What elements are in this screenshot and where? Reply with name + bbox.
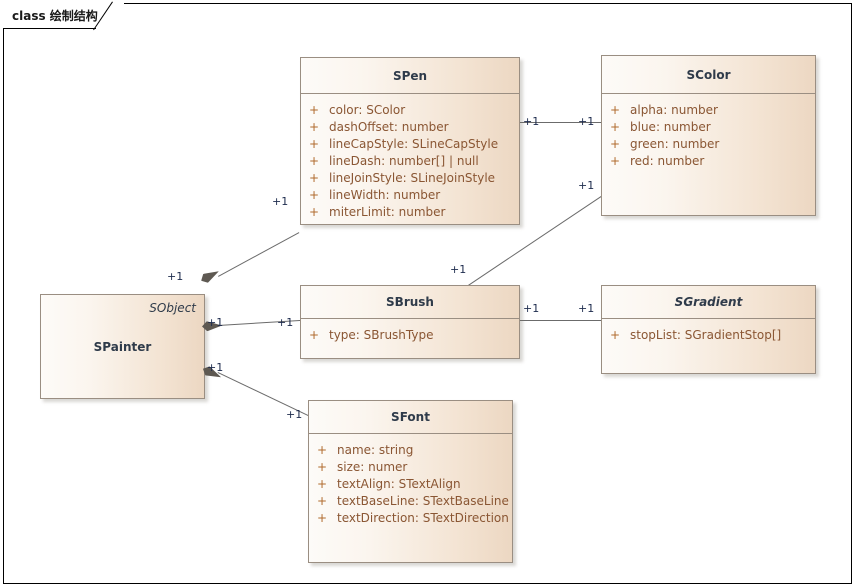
attribute-signature: lineDash: number[] | null [329,154,479,168]
attribute-row: + name: string [309,442,512,459]
attribute-signature: lineJoinStyle: SLineJoinStyle [329,171,496,185]
attribute-visibility: + [308,137,320,151]
class-attributes-sgradient: + stopList: SGradientStop[] [602,319,815,350]
attribute-signature: size: numer [337,460,408,474]
connector-pen-color [519,122,602,123]
attribute-visibility: + [308,328,320,342]
multiplicity-painter-font: +1 [207,361,224,374]
class-name-spen: SPen [392,68,428,83]
multiplicity-painter-brush: +1 [207,316,224,329]
multiplicity-font-painter: +1 [286,408,303,421]
attribute-visibility: + [308,120,320,134]
attribute-signature: name: string [337,443,414,457]
attribute-signature: textAlign: STextAlign [337,477,461,491]
multiplicity-gradient-brush: +1 [578,302,595,315]
multiplicity-brush-painter: +1 [277,316,294,329]
attribute-signature: dashOffset: number [329,120,449,134]
attribute-signature: green: number [630,137,720,151]
attribute-row: + size: numer [309,459,512,476]
attribute-row: + textAlign: STextAlign [309,476,512,493]
attribute-row: + lineDash: number[] | null [301,153,519,170]
attribute-visibility: + [609,154,621,168]
attribute-visibility: + [308,205,320,219]
attribute-visibility: + [316,511,328,525]
class-header-spen: SPen [301,58,519,94]
attribute-signature: textDirection: STextDirection [337,511,509,525]
attribute-row: + green: number [602,136,815,153]
class-attributes-sbrush: + type: SBrushType [301,319,519,350]
class-header-sgradient: SGradient [602,286,815,319]
attribute-row: + textDirection: STextDirection [309,510,512,527]
attribute-visibility: + [316,460,328,474]
multiplicity-brush-gradient: +1 [523,302,540,315]
multiplicity-color-pen: +1 [578,115,595,128]
attribute-signature: alpha: number [630,103,718,117]
multiplicity-brush-color: +1 [450,263,467,276]
attribute-visibility: + [316,477,328,491]
class-box-spen[interactable]: SPen + color: SColor + dashOffset: numbe… [300,57,520,225]
attribute-row: + dashOffset: number [301,119,519,136]
class-name-sgradient: SGradient [674,295,743,309]
class-attributes-spen: + color: SColor + dashOffset: number + l… [301,94,519,227]
attribute-row: + blue: number [602,119,815,136]
attribute-signature: stopList: SGradientStop[] [630,328,782,342]
class-name-spainter: SPainter [93,339,152,354]
attribute-visibility: + [316,443,328,457]
diagram-title-tab: class 绘制结构 [3,1,124,31]
multiplicity-pen-source: +1 [272,195,289,208]
attribute-row: + lineWidth: number [301,187,519,204]
class-attributes-sfont: + name: string + size: numer + textAlign… [309,434,512,533]
class-header-sfont: SFont [309,401,512,434]
class-header-sbrush: SBrush [301,286,519,319]
class-attributes-scolor: + alpha: number + blue: number + green: … [602,94,815,176]
attribute-row: + miterLimit: number [301,204,519,221]
multiplicity-color-brush: +1 [578,179,595,192]
class-box-sgradient[interactable]: SGradient + stopList: SGradientStop[] [601,285,816,374]
class-box-sbrush[interactable]: SBrush + type: SBrushType [300,285,520,359]
attribute-row: + alpha: number [602,102,815,119]
class-name-scolor: SColor [686,67,731,82]
attribute-signature: red: number [630,154,705,168]
attribute-row: + color: SColor [301,102,519,119]
attribute-signature: color: SColor [329,103,406,117]
attribute-row: + textBaseLine: STextBaseLine [309,493,512,510]
attribute-visibility: + [316,494,328,508]
class-name-sfont: SFont [391,410,430,424]
attribute-visibility: + [308,188,320,202]
multiplicity-pen-color: +1 [523,115,540,128]
attribute-visibility: + [609,328,621,342]
class-box-scolor[interactable]: SColor + alpha: number + blue: number + … [601,55,816,216]
attribute-row: + stopList: SGradientStop[] [602,327,815,344]
class-box-sfont[interactable]: SFont + name: string + size: numer + tex… [308,400,513,563]
attribute-row: + type: SBrushType [301,327,519,344]
class-name-sbrush: SBrush [386,295,434,309]
attribute-signature: textBaseLine: STextBaseLine [337,494,509,508]
class-box-spainter[interactable]: SObject SPainter [40,294,205,399]
attribute-visibility: + [609,103,621,117]
class-stereotype-spainter: SObject [149,301,196,315]
tab-bottom-border [3,28,96,29]
multiplicity-painter-pen: +1 [167,270,184,283]
attribute-row: + lineCapStyle: SLineCapStyle [301,136,519,153]
diagram-title-label: class 绘制结构 [12,9,98,23]
diagram-frame [3,3,852,584]
attribute-visibility: + [609,120,621,134]
attribute-signature: lineCapStyle: SLineCapStyle [329,137,499,151]
attribute-signature: type: SBrushType [329,328,434,342]
attribute-visibility: + [308,171,320,185]
attribute-signature: lineWidth: number [329,188,441,202]
attribute-visibility: + [308,103,320,117]
class-header-scolor: SColor [602,56,815,94]
attribute-row: + lineJoinStyle: SLineJoinStyle [301,170,519,187]
attribute-visibility: + [308,154,320,168]
attribute-signature: blue: number [630,120,711,134]
attribute-row: + red: number [602,153,815,170]
attribute-signature: miterLimit: number [329,205,446,219]
connector-brush-gradient [519,320,602,321]
attribute-visibility: + [609,137,621,151]
